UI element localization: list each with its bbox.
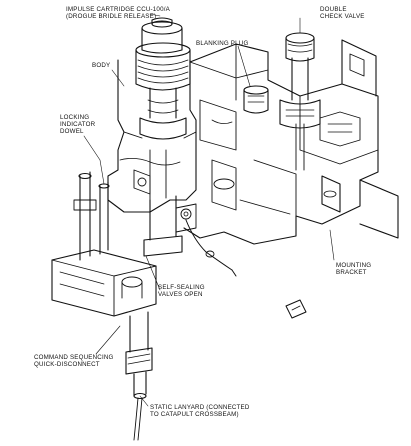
leader-lines [83, 13, 335, 407]
static-lanyard-label: STATIC LANYARD (CONNECTED TO CATAPULT CR… [150, 404, 250, 418]
quick-disconnect [51, 249, 157, 317]
mounting-bracket-label-line1: MOUNTING [336, 262, 372, 269]
impulse-cartridge-label-line1: IMPULSE CARTRIDGE CCU-100/A [66, 6, 170, 13]
impulse-cartridge [135, 17, 191, 140]
command-sequencing-label-line1: COMMAND SEQUENCING [34, 354, 114, 361]
command-sequencing-label-line2: QUICK-DISCONNECT [34, 361, 100, 368]
small-part [285, 299, 307, 319]
double-check-valve-label: DOUBLE CHECK VALVE [320, 6, 365, 20]
locking-indicator-dowel [73, 171, 110, 261]
signal-cable [185, 219, 237, 277]
housing [183, 43, 379, 245]
locking-indicator-dowel-label-line3: DOWEL [60, 128, 84, 135]
mounting-bracket-label: MOUNTING BRACKET [336, 262, 371, 276]
double-check-valve [279, 32, 321, 171]
static-lanyard [125, 311, 153, 441]
command-sequencing-label: COMMAND SEQUENCING QUICK-DISCONNECT [34, 354, 114, 368]
body [107, 59, 197, 213]
locking-indicator-dowel-label-line1: LOCKING [60, 114, 90, 121]
mounting-bracket [321, 39, 399, 239]
self-sealing-valves-label-line1: SELF-SEALING [158, 284, 205, 291]
self-sealing-valves-label-line2: VALVES OPEN [158, 291, 203, 298]
body-label: BODY [92, 62, 110, 69]
blanking-plug-label-text: BLANKING PLUG [196, 40, 249, 47]
double-check-valve-label-line1: DOUBLE [320, 6, 347, 13]
impulse-cartridge-label: IMPULSE CARTRIDGE CCU-100/A (DROGUE BRID… [66, 6, 170, 20]
impulse-cartridge-label-line2: (DROGUE BRIDLE RELEASE) [66, 13, 157, 20]
blanking-plug-label: BLANKING PLUG [196, 40, 248, 47]
locking-indicator-dowel-label: LOCKING INDICATOR DOWEL [60, 114, 95, 135]
locking-indicator-dowel-label-line2: INDICATOR [60, 121, 96, 128]
blanking-plug [243, 85, 269, 114]
static-lanyard-label-line1: STATIC LANYARD (CONNECTED [150, 404, 250, 411]
mounting-bracket-label-line2: BRACKET [336, 269, 367, 276]
self-sealing-valves-label: SELF-SEALING VALVES OPEN [158, 284, 205, 298]
double-check-valve-label-line2: CHECK VALVE [320, 13, 365, 20]
static-lanyard-label-line2: TO CATAPULT CROSSBEAM) [150, 411, 239, 418]
body-label-text: BODY [92, 62, 111, 69]
self-sealing-valves [143, 195, 197, 257]
